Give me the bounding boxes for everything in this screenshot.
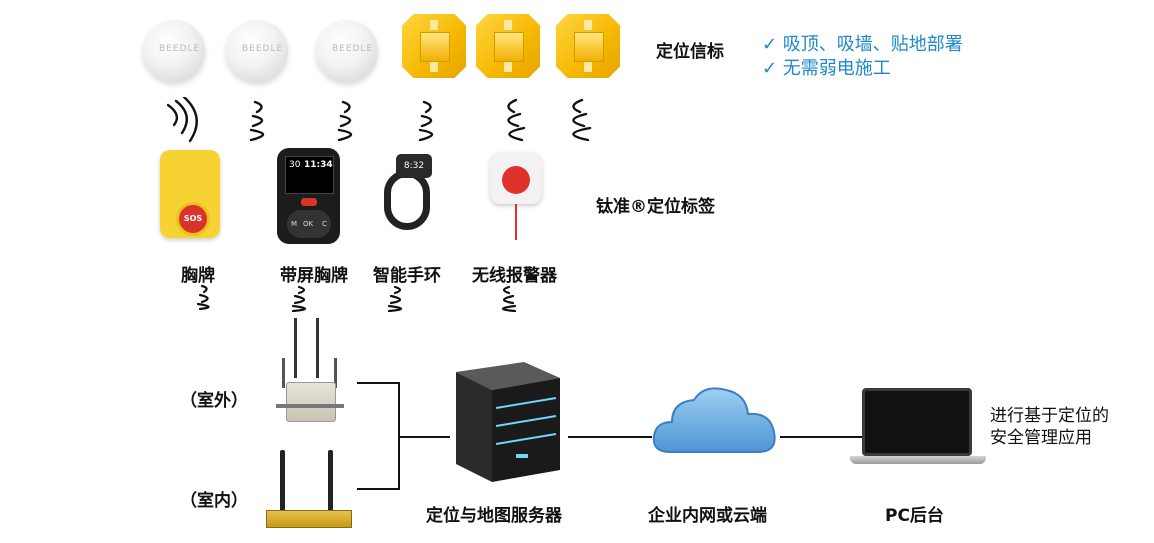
badge-keypad: M OK C: [287, 210, 331, 238]
sos-button: SOS: [176, 202, 210, 236]
signal-wave-icon: [489, 284, 517, 312]
wristband-tag: 8:32: [380, 150, 434, 240]
cloud-icon: [650, 382, 780, 458]
tag-item-label: 胸牌: [181, 266, 215, 286]
beacon-label: 定位信标: [656, 42, 724, 62]
yellow-beacon-2: [476, 14, 540, 78]
outdoor-label: （室外）: [180, 391, 248, 411]
yellow-beacon-1: [402, 14, 466, 78]
badge-tag: SOS: [160, 150, 220, 238]
indoor-label: （室内）: [180, 491, 248, 511]
server-icon: [452, 360, 564, 484]
signal-wave-icon: [494, 96, 534, 142]
connector-line: [357, 382, 399, 384]
pc-note-line-1: 进行基于定位的: [990, 406, 1109, 426]
connector-line: [357, 488, 399, 490]
signal-wave-icon: [556, 96, 596, 142]
signal-wave-icon: [245, 96, 281, 142]
beacon-feature-1: ✓ 吸顶、吸墙、贴地部署: [762, 34, 963, 55]
signal-wave-icon: [333, 96, 369, 142]
white-beacon-3: BEEDLE: [316, 20, 378, 82]
laptop-icon: [850, 388, 986, 468]
tag-item-label: 智能手环: [373, 266, 441, 286]
signal-wave-icon: [387, 284, 415, 312]
badge-screen: 30 11:34: [285, 156, 334, 194]
white-beacon-2: BEEDLE: [226, 20, 288, 82]
beacon-feature-2: ✓ 无需弱电施工: [762, 58, 891, 79]
signal-wave-icon: [160, 97, 206, 145]
signal-wave-icon: [291, 284, 319, 312]
tag-item-label: 无线报警器: [472, 266, 557, 286]
sos-indicator: [301, 198, 317, 206]
connector-line: [568, 436, 652, 438]
pc-note: 进行基于定位的 安全管理应用: [990, 405, 1109, 449]
connector-line: [398, 436, 450, 438]
yellow-beacon-3: [556, 14, 620, 78]
signal-wave-icon: [414, 96, 450, 142]
signal-wave-icon: [196, 282, 222, 310]
white-beacon-1: BEEDLE: [143, 20, 205, 82]
tag-item-label: 带屏胸牌: [280, 266, 348, 286]
server-label: 定位与地图服务器: [426, 506, 562, 526]
screen-badge-tag: 30 11:34 M OK C: [277, 148, 340, 244]
indoor-gateway: [264, 450, 354, 530]
pc-note-line-2: 安全管理应用: [990, 428, 1092, 448]
tag-label: 钛准®定位标签: [596, 197, 715, 217]
outdoor-gateway: [276, 318, 346, 428]
network-label: 企业内网或云端: [648, 506, 767, 526]
alarm-cord: [515, 204, 517, 240]
alarm-button-tag: [490, 152, 542, 204]
pc-label: PC后台: [885, 506, 944, 526]
connector-line: [780, 436, 864, 438]
